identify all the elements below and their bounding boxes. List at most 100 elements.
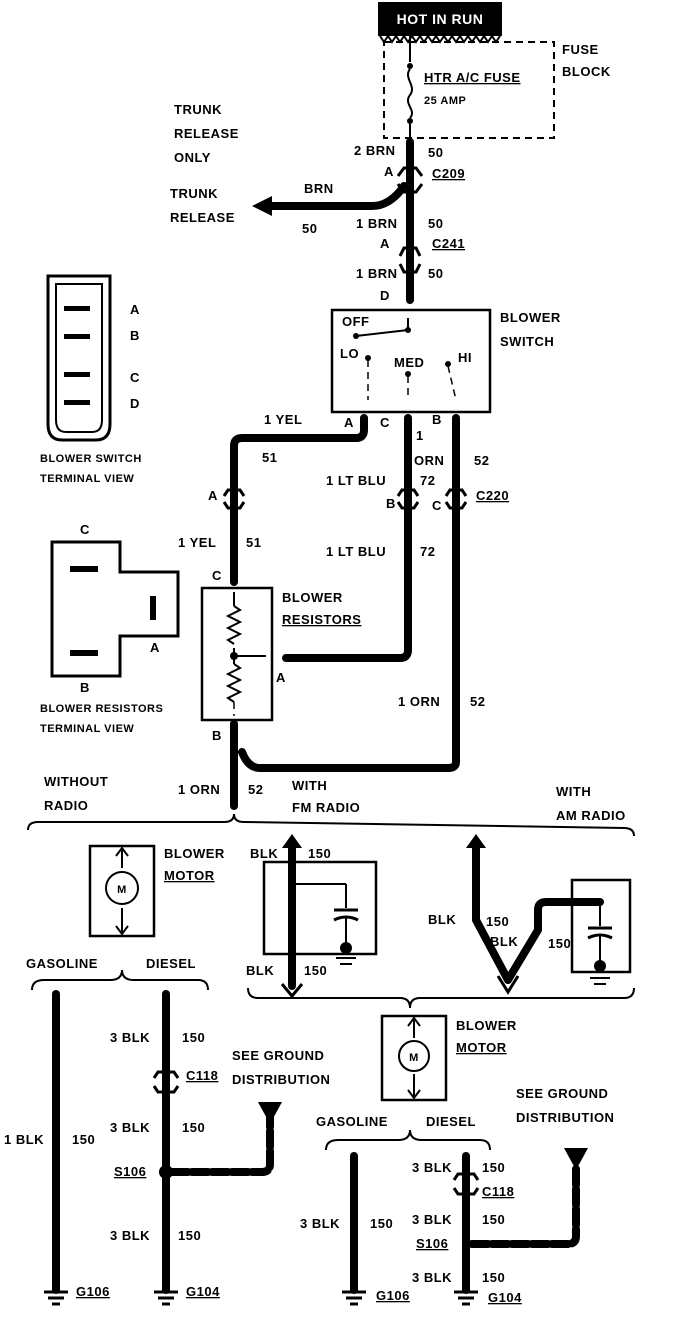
yel-top-circuit: 51: [262, 450, 277, 465]
am-up-arrow: [466, 834, 486, 848]
right-g106: G106: [376, 1288, 410, 1303]
resistor-coils: [225, 592, 266, 716]
without-radio-2: RADIO: [44, 798, 88, 813]
left-motor-label-1: BLOWER: [164, 846, 225, 861]
am-blk-wire-1: [472, 842, 512, 984]
without-radio-1: WITHOUT: [44, 774, 108, 789]
res-term-pin-c: C: [80, 522, 90, 537]
am-wire-2: BLK: [490, 934, 518, 949]
c209-connector: [396, 166, 424, 177]
blower-switch-label-1: BLOWER: [500, 310, 561, 325]
switch-term-title-2: TERMINAL VIEW: [40, 473, 134, 485]
left-see-ground-1: SEE GROUND: [232, 1048, 324, 1063]
switch-term-pin-b: B: [130, 328, 140, 343]
resistors-pin-b: B: [212, 728, 222, 743]
orn-out-circuit: 52: [248, 782, 263, 797]
orn-top-color: ORN: [414, 453, 444, 468]
fm-wire-top: BLK: [250, 846, 278, 861]
c241-pin: A: [380, 236, 390, 251]
left-diesel-circuit-3: 150: [178, 1228, 201, 1243]
left-motor-symbol: [105, 846, 139, 936]
with-am-1: WITH: [556, 784, 591, 799]
left-gas-wire-size: 1 BLK: [4, 1132, 44, 1147]
trunk-release-arrow: [252, 196, 272, 216]
right-g106-ground-icon: [342, 1290, 366, 1306]
radio-bracket: [247, 987, 635, 1009]
c241-connector: [398, 246, 422, 257]
trunk-note-2: RELEASE: [174, 126, 239, 141]
right-motor-symbol: [398, 1016, 430, 1100]
right-motor-m: M: [409, 1052, 419, 1064]
fuse-block-label-2: BLOCK: [562, 64, 611, 79]
right-gasoline: GASOLINE: [316, 1114, 388, 1129]
fuse-block-outline: [383, 41, 555, 139]
c209-wire-size: 2 BRN: [354, 143, 396, 158]
blower-resistors-terminal-view: [50, 540, 180, 678]
fm-up-arrow: [282, 834, 302, 848]
c220-pin-a: A: [208, 488, 218, 503]
right-c118: C118: [482, 1184, 514, 1199]
ltblu-bot-size: 1 LT BLU: [326, 544, 386, 559]
with-am-2: AM RADIO: [556, 808, 626, 823]
right-motor-label-2: MOTOR: [456, 1040, 507, 1055]
switch-contacts: [353, 318, 457, 401]
left-see-ground-2: DISTRIBUTION: [232, 1072, 330, 1087]
with-fm-1: WITH: [292, 778, 327, 793]
am-blk-wire-2: [504, 898, 604, 984]
am-circuit-1: 150: [486, 914, 509, 929]
fuse-block-label-1: FUSE: [562, 42, 599, 57]
left-gasoline: GASOLINE: [26, 956, 98, 971]
right-diesel-circuit-1: 150: [482, 1160, 505, 1175]
orn-top-circuit: 52: [474, 453, 489, 468]
right-see-ground-1: SEE GROUND: [516, 1086, 608, 1101]
orn-top-size: 1: [416, 428, 424, 443]
left-c118: C118: [186, 1068, 218, 1083]
switch-term-title-1: BLOWER SWITCH: [40, 453, 142, 465]
blower-switch-terminal-view: [46, 274, 112, 442]
yel-wire-51: [230, 414, 368, 586]
hot-in-run-label: HOT IN RUN: [397, 11, 484, 27]
right-s106: S106: [416, 1236, 448, 1251]
switch-feed-circuit: 50: [428, 266, 443, 281]
left-diesel-wire-3: 3 BLK: [110, 1228, 150, 1243]
c209-circuit: 50: [428, 145, 443, 160]
res-term-pin-b: B: [80, 680, 90, 695]
left-diesel: DIESEL: [146, 956, 196, 971]
orn-bot-size: 1 ORN: [398, 694, 440, 709]
right-gas-wire-size: 3 BLK: [300, 1216, 340, 1231]
orn-wire-52: [238, 414, 460, 772]
left-motor-m: M: [117, 884, 127, 896]
htr-ac-fuse: [407, 36, 413, 142]
c209-pin: A: [384, 164, 394, 179]
res-term-title-1: BLOWER RESISTORS: [40, 703, 163, 715]
c220-name: C220: [476, 488, 509, 503]
blower-resistors-label-1: BLOWER: [282, 590, 343, 605]
c209-name: C209: [432, 166, 465, 181]
right-diesel-circuit-3: 150: [482, 1270, 505, 1285]
hot-in-run-block: HOT IN RUN: [378, 2, 502, 44]
switch-feed-wire-size: 1 BRN: [356, 266, 398, 281]
switch-feed-pin: D: [380, 288, 390, 303]
trunk-dest-1: TRUNK: [170, 186, 218, 201]
left-diesel-circuit-1: 150: [182, 1030, 205, 1045]
right-gas-circuit: 150: [370, 1216, 393, 1231]
switch-pos-hi: HI: [458, 350, 472, 365]
yel-bot-size: 1 YEL: [178, 535, 216, 550]
switch-pos-off: OFF: [342, 314, 370, 329]
trunk-note-3: ONLY: [174, 150, 211, 165]
fm-circuit-top: 150: [308, 846, 331, 861]
trunk-dest-2: RELEASE: [170, 210, 235, 225]
c220-connectors: [222, 488, 468, 510]
trunk-wire-color: BRN: [304, 181, 334, 196]
right-g104: G104: [488, 1290, 522, 1305]
left-g104: G104: [186, 1284, 220, 1299]
c241-wire-size: 1 BRN: [356, 216, 398, 231]
switch-pin-b: B: [432, 412, 442, 427]
yel-bot-circuit: 51: [246, 535, 261, 550]
c220-pin-b: B: [386, 496, 396, 511]
left-diesel-wire-1: 3 BLK: [110, 1030, 150, 1045]
left-diesel-circuit-2: 150: [182, 1120, 205, 1135]
switch-pin-c: C: [380, 415, 390, 430]
left-gas-diesel-bracket: [31, 969, 209, 991]
